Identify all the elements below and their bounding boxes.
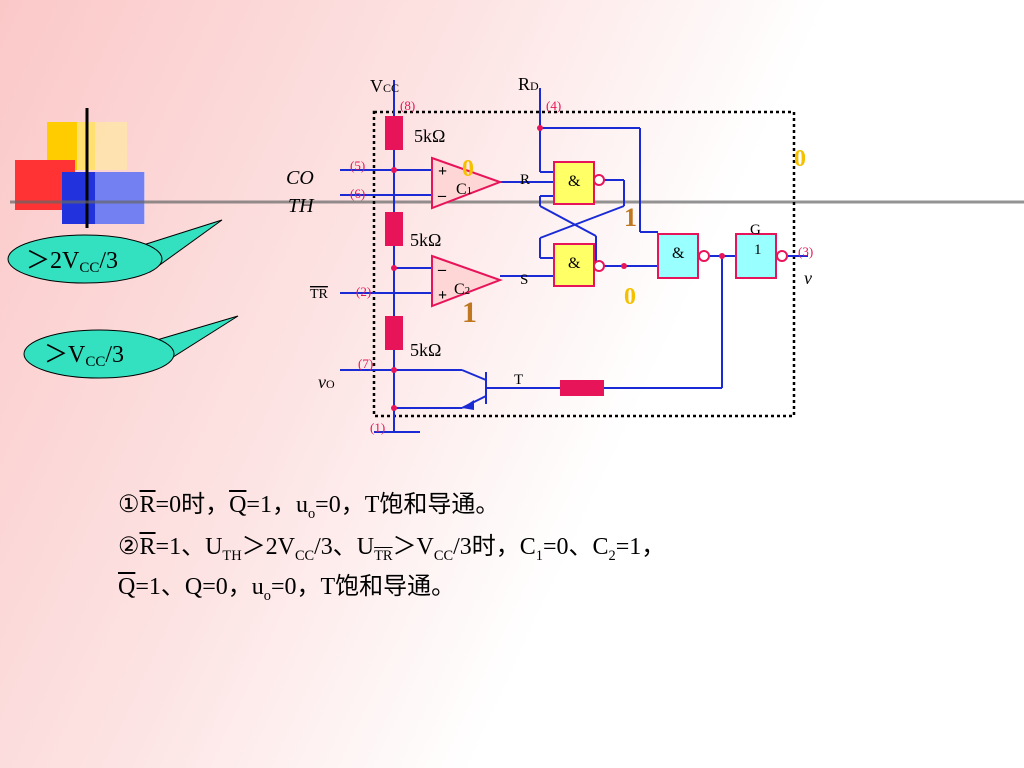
callout2-text: ＞VCC/3 xyxy=(44,342,124,370)
state-c2: 1 xyxy=(462,296,477,329)
c1-plus: + xyxy=(438,163,447,180)
pin4-label: (4) xyxy=(546,98,561,113)
callout1-text: ＞2VCC/3 xyxy=(26,248,118,276)
tr-label: TR xyxy=(310,287,329,302)
output-v-label: v xyxy=(804,268,812,288)
resistor-mid-label: 5kΩ xyxy=(410,230,441,250)
c1-minus: – xyxy=(437,187,447,204)
vo-label: vO xyxy=(318,372,335,392)
resistor-bottom-label: 5kΩ xyxy=(410,340,441,360)
and-lower-label: & xyxy=(568,255,581,272)
callout1-bubble xyxy=(7,234,163,284)
pin5-label: (5) xyxy=(350,158,365,173)
callout2-bubble xyxy=(23,329,175,379)
ic-boundary xyxy=(372,110,796,418)
buffer-gate-g xyxy=(735,233,777,279)
text-line-3: Q=1、Q=0，uo=0，T饱和导通。 xyxy=(118,574,456,604)
state-right: 0 xyxy=(794,146,806,172)
s-input-label: S xyxy=(520,272,528,288)
pin2-label: (2) xyxy=(356,284,371,299)
inverter-bubble-2 xyxy=(593,260,605,272)
state-mid: 1 xyxy=(624,203,637,232)
transistor-label: T xyxy=(514,372,523,388)
co-label: CO xyxy=(286,167,314,189)
c2-plus: + xyxy=(438,287,447,304)
deco-light-square xyxy=(77,122,127,170)
c1-label: C1 xyxy=(456,181,472,198)
state-low: 0 xyxy=(624,284,636,310)
inverter-bubble-3 xyxy=(698,250,710,262)
g-label: G xyxy=(750,222,761,238)
and-output-label: & xyxy=(672,245,685,262)
th-label: TH xyxy=(288,195,315,217)
c2-label: C2 xyxy=(454,281,470,298)
pin8-label: (8) xyxy=(400,98,415,113)
pin6-label: (6) xyxy=(350,186,365,201)
text-line-2: ②R=1、UTH＞2VCC/3、UTR＞VCC/3时，C1=0、C2=1， xyxy=(118,534,666,564)
comparator-c1 xyxy=(431,156,503,210)
resistor-bottom xyxy=(385,316,403,350)
r-input-label: R xyxy=(520,172,530,188)
inverter-bubble-4 xyxy=(776,250,788,262)
resistor-mid xyxy=(385,212,403,246)
vcc-label: VCC xyxy=(370,76,399,96)
inverter-bubble-1 xyxy=(593,174,605,186)
rd-label: RD xyxy=(518,74,539,94)
transistor-arrow xyxy=(462,400,474,410)
and-upper-label: & xyxy=(568,173,581,190)
resistor-top-label: 5kΩ xyxy=(414,126,445,146)
comparator-c2 xyxy=(431,254,503,308)
nand-gate-output xyxy=(657,233,699,279)
state-top: 0 xyxy=(462,156,474,182)
buffer-label: 1 xyxy=(754,242,762,258)
resistor-top xyxy=(385,116,403,150)
junction-dots xyxy=(391,125,725,411)
pin7-label: (7) xyxy=(358,356,373,371)
pin3-label: (3) xyxy=(798,244,813,259)
nand-gate-lower xyxy=(553,243,595,287)
text-line-1: ①R=0时，Q=1，uo=0，T饱和导通。 xyxy=(118,492,500,522)
deco-lightblue-square xyxy=(95,172,145,224)
pin1-label: (1) xyxy=(370,420,385,435)
resistor-base xyxy=(560,380,604,396)
c2-minus: – xyxy=(437,261,447,278)
